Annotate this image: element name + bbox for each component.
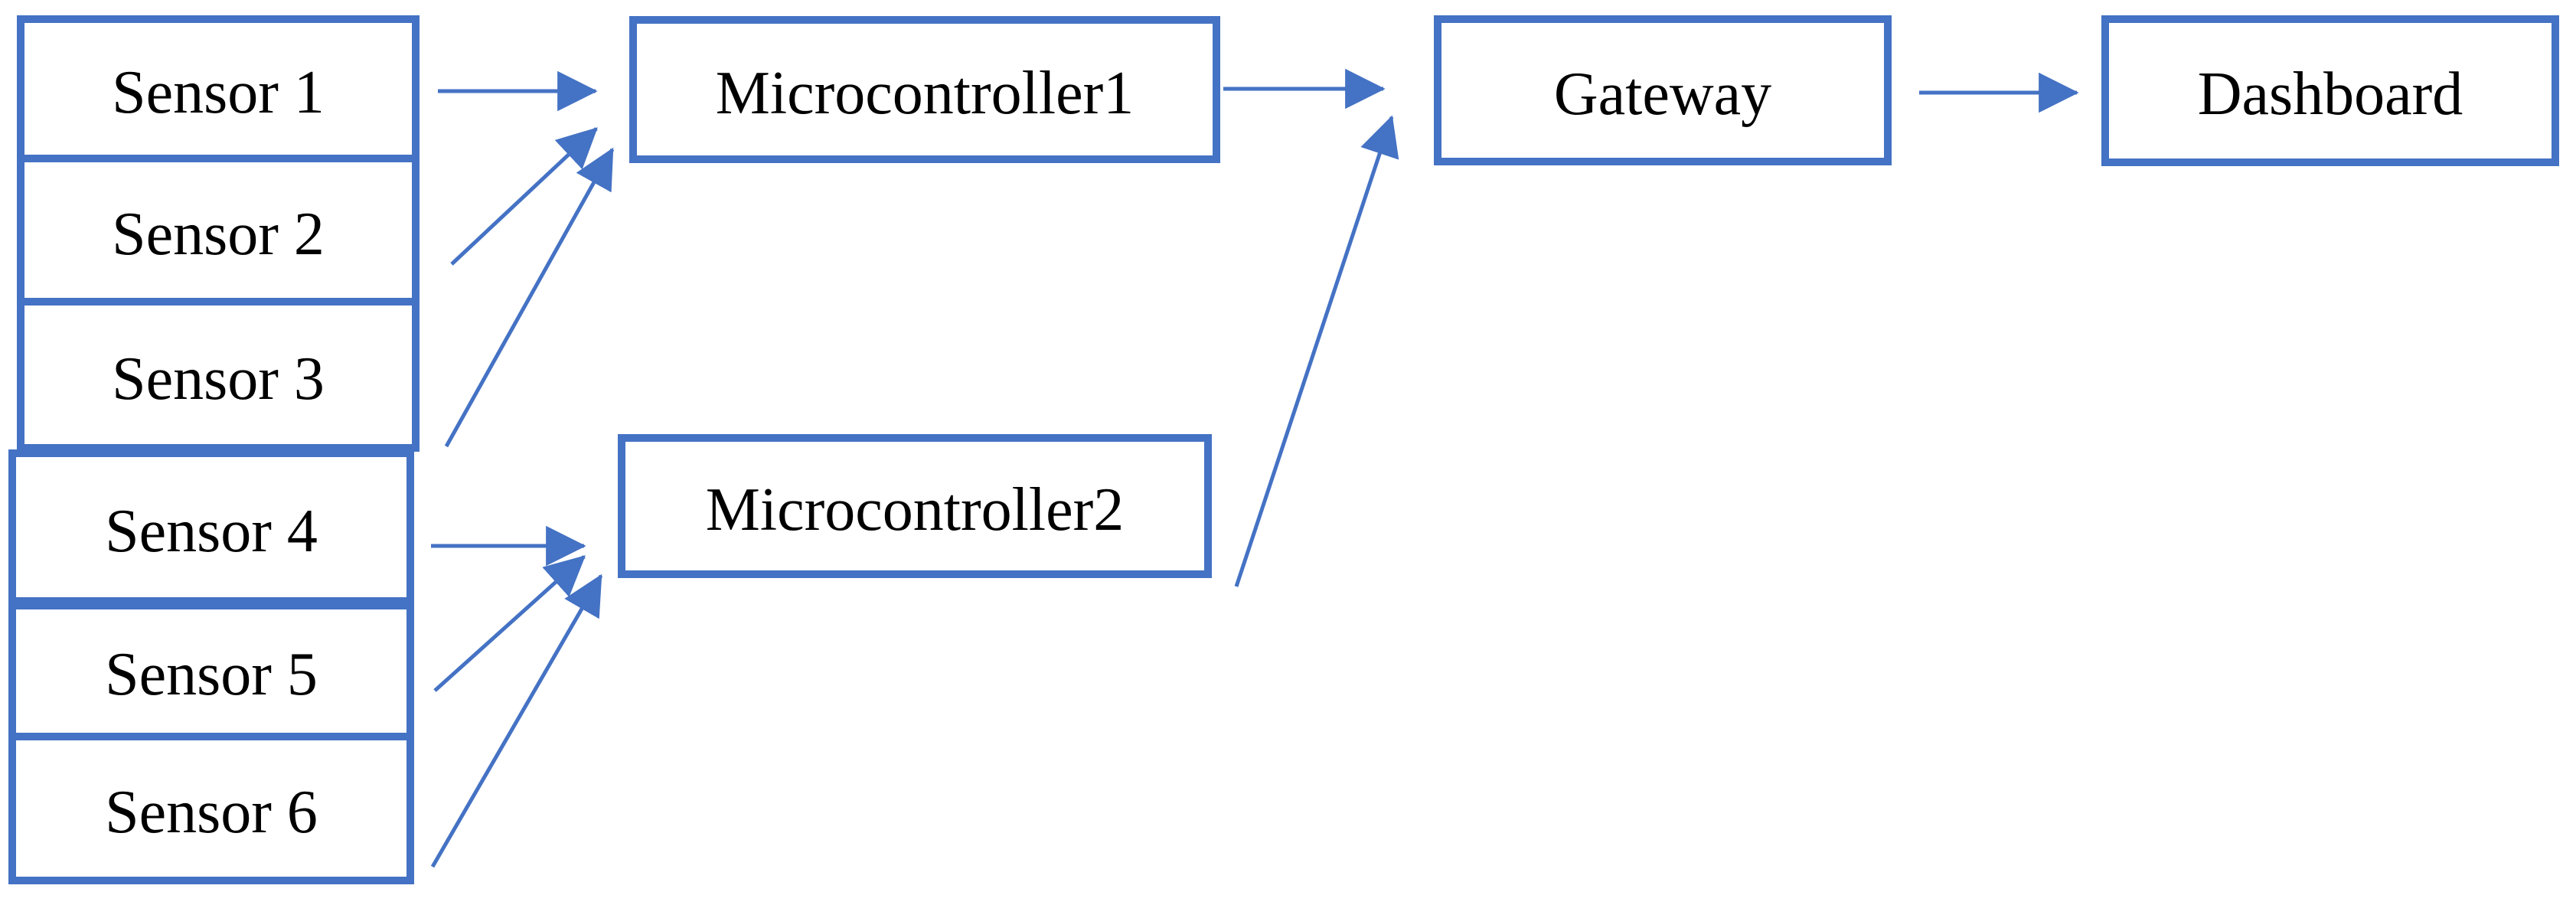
edge-sensor-5-to-microcontroller-2 bbox=[433, 555, 586, 692]
edge-microcontroller-2-to-gateway bbox=[1234, 115, 1399, 587]
edge-sensor-2-to-microcontroller-1 bbox=[450, 127, 598, 266]
node-box-microcontroller-2 bbox=[618, 434, 1212, 578]
node-box-sensor-4 bbox=[8, 449, 414, 605]
node-label-gateway: Gateway bbox=[1554, 60, 1771, 128]
node-label-sensor-1: Sensor 1 bbox=[112, 59, 325, 126]
diagram-labels: Sensor 1 Sensor 2 Sensor 3 Sensor 4 Sens… bbox=[105, 59, 2463, 846]
node-label-sensor-2: Sensor 2 bbox=[112, 201, 325, 268]
edge-sensor-3-to-microcontroller-1 bbox=[444, 147, 615, 448]
node-label-microcontroller-1: Microcontroller1 bbox=[716, 60, 1134, 127]
node-box-dashboard bbox=[2101, 15, 2559, 166]
node-label-sensor-6: Sensor 6 bbox=[105, 779, 318, 846]
node-label-sensor-3: Sensor 3 bbox=[112, 345, 325, 413]
node-box-microcontroller-1 bbox=[629, 16, 1220, 163]
node-label-dashboard: Dashboard bbox=[2198, 60, 2463, 128]
node-label-microcontroller-2: Microcontroller2 bbox=[706, 476, 1124, 544]
node-label-sensor-5: Sensor 5 bbox=[105, 641, 318, 708]
node-box-sensor-3 bbox=[17, 298, 420, 452]
node-box-gateway bbox=[1434, 15, 1892, 165]
diagram-shapes bbox=[8, 15, 2559, 884]
node-box-sensor-1 bbox=[17, 15, 420, 162]
node-box-sensor-6 bbox=[8, 733, 414, 884]
edge-sensor-6-to-microcontroller-2 bbox=[430, 573, 603, 868]
node-label-sensor-4: Sensor 4 bbox=[105, 498, 318, 565]
